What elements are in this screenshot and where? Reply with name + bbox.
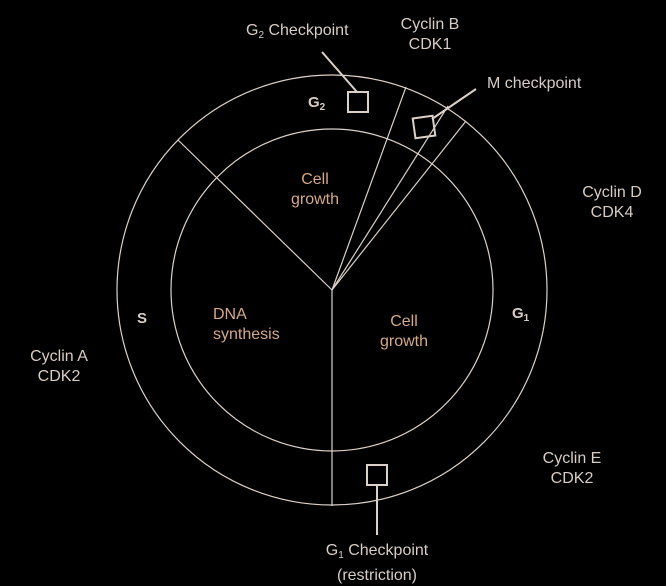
- g2-checkpoint-marker: [347, 91, 369, 113]
- m-checkpoint-label: M checkpoint: [487, 75, 582, 92]
- phase-s-label: S: [137, 310, 148, 327]
- g1-checkpoint-label: G1 Checkpoint (restriction): [325, 542, 429, 584]
- phase-g1-label: G1: [512, 305, 530, 324]
- g2-checkpoint-label: G2 Checkpoint: [246, 22, 349, 41]
- s-g2-boundary: [177, 139, 333, 291]
- g2-m-boundary: [331, 86, 407, 291]
- m-checkpoint-pointer: [431, 88, 477, 120]
- m-g1-boundary-outer: [331, 120, 467, 291]
- m-checkpoint-marker: [411, 114, 437, 140]
- g2-checkpoint-pointer: [321, 51, 358, 93]
- phase-g2-label: G2: [308, 94, 326, 113]
- g1-checkpoint-marker: [366, 464, 388, 486]
